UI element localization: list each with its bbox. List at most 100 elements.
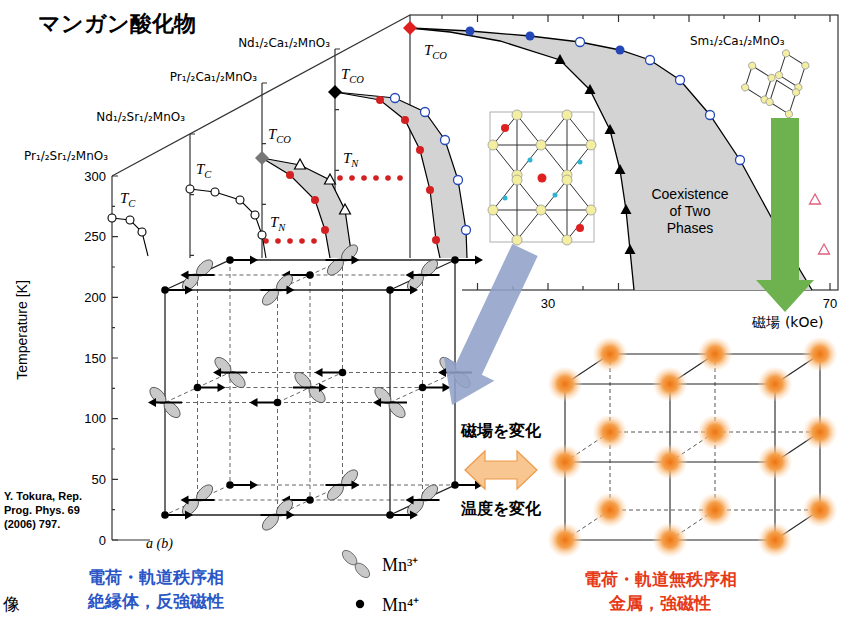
- prca-phase-region: [295, 159, 306, 169]
- sm-phase-region: [555, 54, 566, 64]
- subscript: C: [128, 198, 135, 209]
- crystal-inset: [562, 175, 572, 185]
- crystal-inset-small: [735, 44, 824, 129]
- citation: Y. Tokura, Rep. Prog. Phys. 69 (2006) 79…: [4, 489, 100, 531]
- disordered-lattice: [565, 354, 820, 540]
- crystal-inset: [512, 175, 522, 185]
- ndca-phase-region: [376, 96, 384, 104]
- axis-tick: 250: [84, 229, 106, 244]
- tc-curves: [138, 228, 146, 236]
- crystal-inset: [488, 110, 596, 245]
- crystal-inset: [512, 235, 522, 245]
- ndca-phase-region: [337, 175, 343, 181]
- ordered-cube: [372, 384, 408, 420]
- prca-phase-region: [262, 158, 352, 258]
- ordered-cube: [147, 384, 183, 420]
- axis-tick: 0: [99, 533, 106, 548]
- ndca-phase-region: [349, 175, 355, 181]
- crystal-inset: [536, 140, 546, 150]
- axis-tick: 50: [92, 472, 106, 487]
- sm-phase-region: [585, 84, 596, 94]
- ordered-cube: [261, 286, 295, 295]
- disordered-lattice: [565, 354, 820, 540]
- crystal-inset: [503, 158, 583, 201]
- prca-phase-region: [311, 238, 317, 244]
- ordered-cube: [165, 260, 455, 515]
- subscript: CO: [432, 50, 447, 61]
- crystal-inset: [488, 205, 498, 215]
- region-note: Coexistence of Two Phases: [648, 186, 732, 237]
- sm-phase-region: [466, 27, 475, 36]
- subscript: N: [278, 222, 285, 233]
- ordered-cube: [390, 260, 455, 515]
- ordered-cube: [226, 481, 258, 490]
- sm-phase-region: [625, 244, 636, 254]
- tc-curves: [258, 231, 266, 239]
- disordered-lattice: [593, 415, 627, 449]
- crystal-inset: [528, 158, 533, 163]
- sm-phase-region: [646, 56, 655, 65]
- disordered-lattice: [803, 337, 837, 371]
- subscript: CO: [276, 134, 291, 145]
- ordered-cube: [181, 496, 215, 505]
- prca-phase-region: [295, 159, 351, 214]
- tc-curves: [108, 214, 146, 236]
- ordered-cube: [451, 256, 483, 265]
- ordered-cube: [259, 272, 295, 308]
- ordered-cube: [161, 286, 193, 295]
- tc-curves: [190, 189, 266, 258]
- compound-name: Nd₁/₂Sr₁/₂MnO₃: [96, 110, 185, 125]
- blue-arrow: [444, 244, 538, 405]
- disordered-lattice: [698, 337, 732, 371]
- crystal-inset: [512, 110, 522, 120]
- crystal-inset-small: [763, 75, 802, 118]
- axis-label: a (b): [146, 536, 173, 552]
- transition-temperature: TN: [270, 214, 285, 230]
- ordered-cube: [419, 383, 451, 392]
- ordered-cube: [406, 271, 440, 280]
- disordered-lattice: [548, 367, 582, 401]
- tc-curves: [236, 196, 244, 204]
- disordered-lattice: [653, 445, 687, 479]
- ndca-phase-region: [391, 94, 400, 103]
- sm-phase-region: [576, 38, 585, 47]
- crystal-inset: [562, 235, 572, 245]
- axis-tick: 300: [84, 169, 106, 184]
- crystal-inset-small: [767, 73, 776, 82]
- ndca-phase-region: [426, 186, 434, 194]
- crystal-inset-small: [741, 83, 750, 92]
- disordered-lattice: [548, 337, 837, 557]
- sm-phase-region: [615, 164, 626, 174]
- disordered-lattice: [698, 415, 732, 449]
- ordered-cube: [181, 271, 215, 280]
- ordered-cube: [324, 467, 360, 503]
- crystal-inset-small: [765, 97, 774, 106]
- crystal-inset: [536, 205, 546, 215]
- disordered-lattice: [548, 523, 582, 557]
- prca-phase-region: [262, 158, 330, 258]
- ordered-cube: [147, 242, 483, 533]
- ndca-phase-region: [361, 175, 367, 181]
- ordered-cube: [161, 511, 193, 520]
- disordered-phase-panel: 電荷・軌道無秩序相金属，強磁性: [540, 330, 848, 624]
- legend-samples: [340, 548, 372, 580]
- compound-name: Nd₁/₂Ca₁/₂MnO₃: [238, 36, 330, 51]
- transition-temperature: TC: [120, 190, 135, 206]
- crystal-inset: [553, 193, 558, 198]
- ordered-cube: [404, 257, 440, 293]
- tc-curves: [108, 214, 116, 222]
- ordered-cube: [165, 260, 455, 515]
- ordered-cube: [326, 256, 360, 265]
- tc-curves: [211, 188, 219, 196]
- ndca-phase-region: [335, 92, 440, 258]
- ordered-cube: [212, 354, 248, 390]
- sm-phase-region: [576, 38, 745, 165]
- crystal-inset: [586, 140, 596, 150]
- sm-phase-region: [403, 21, 417, 35]
- crystal-inset: [586, 205, 596, 215]
- sm-phase-region: [526, 32, 535, 41]
- crystal-inset: [543, 180, 591, 240]
